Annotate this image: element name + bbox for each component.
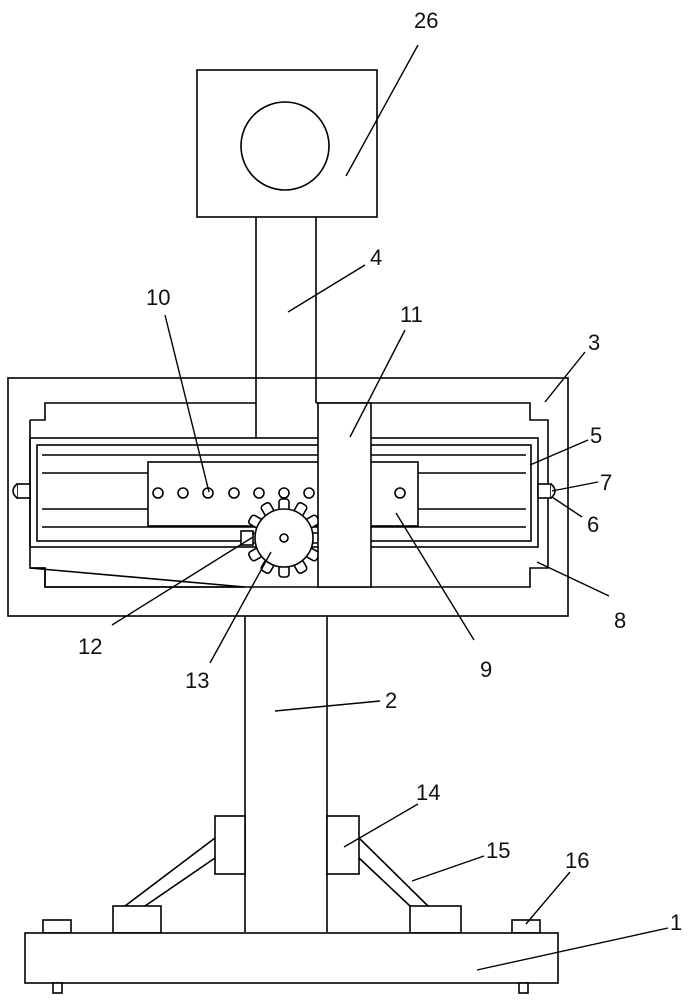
right-clamp	[326, 815, 360, 875]
gear-center-hole	[279, 533, 289, 543]
label-3: 3	[588, 330, 600, 355]
label-5: 5	[590, 423, 602, 448]
label-1: 1	[670, 910, 682, 935]
label-12: 12	[78, 634, 102, 659]
label-14: 14	[416, 780, 440, 805]
reference-labels: 26 4 10 11 3 5 7 6 8 9 12 13 2 14 15 16 …	[78, 8, 682, 935]
label-15: 15	[486, 838, 510, 863]
left-bolt	[12, 483, 31, 499]
vertical-slide-bar	[317, 402, 372, 588]
right-slider-plate	[369, 461, 419, 527]
label-8: 8	[614, 608, 626, 633]
label-13: 13	[185, 668, 209, 693]
label-10: 10	[146, 285, 170, 310]
label-6: 6	[587, 512, 599, 537]
upper-column	[255, 217, 317, 438]
left-strut	[124, 837, 216, 907]
base-plate	[24, 932, 559, 994]
gear-pin	[240, 530, 254, 546]
camera-housing	[196, 69, 378, 218]
label-2: 2	[385, 688, 397, 713]
left-pad	[42, 919, 72, 934]
label-26: 26	[414, 8, 438, 33]
label-11: 11	[400, 302, 423, 327]
right-pad	[511, 919, 541, 934]
gear-body	[254, 508, 314, 568]
right-foot-block	[409, 905, 462, 934]
left-clamp	[214, 815, 246, 875]
gear	[244, 498, 324, 578]
label-9: 9	[480, 657, 492, 682]
outer-housing	[7, 377, 569, 617]
label-4: 4	[370, 245, 382, 270]
left-foot-block	[112, 905, 162, 934]
label-16: 16	[565, 848, 589, 873]
label-7: 7	[600, 470, 612, 495]
lower-column	[244, 616, 328, 932]
leader-lines	[111, 44, 669, 971]
right-strut	[358, 837, 429, 907]
